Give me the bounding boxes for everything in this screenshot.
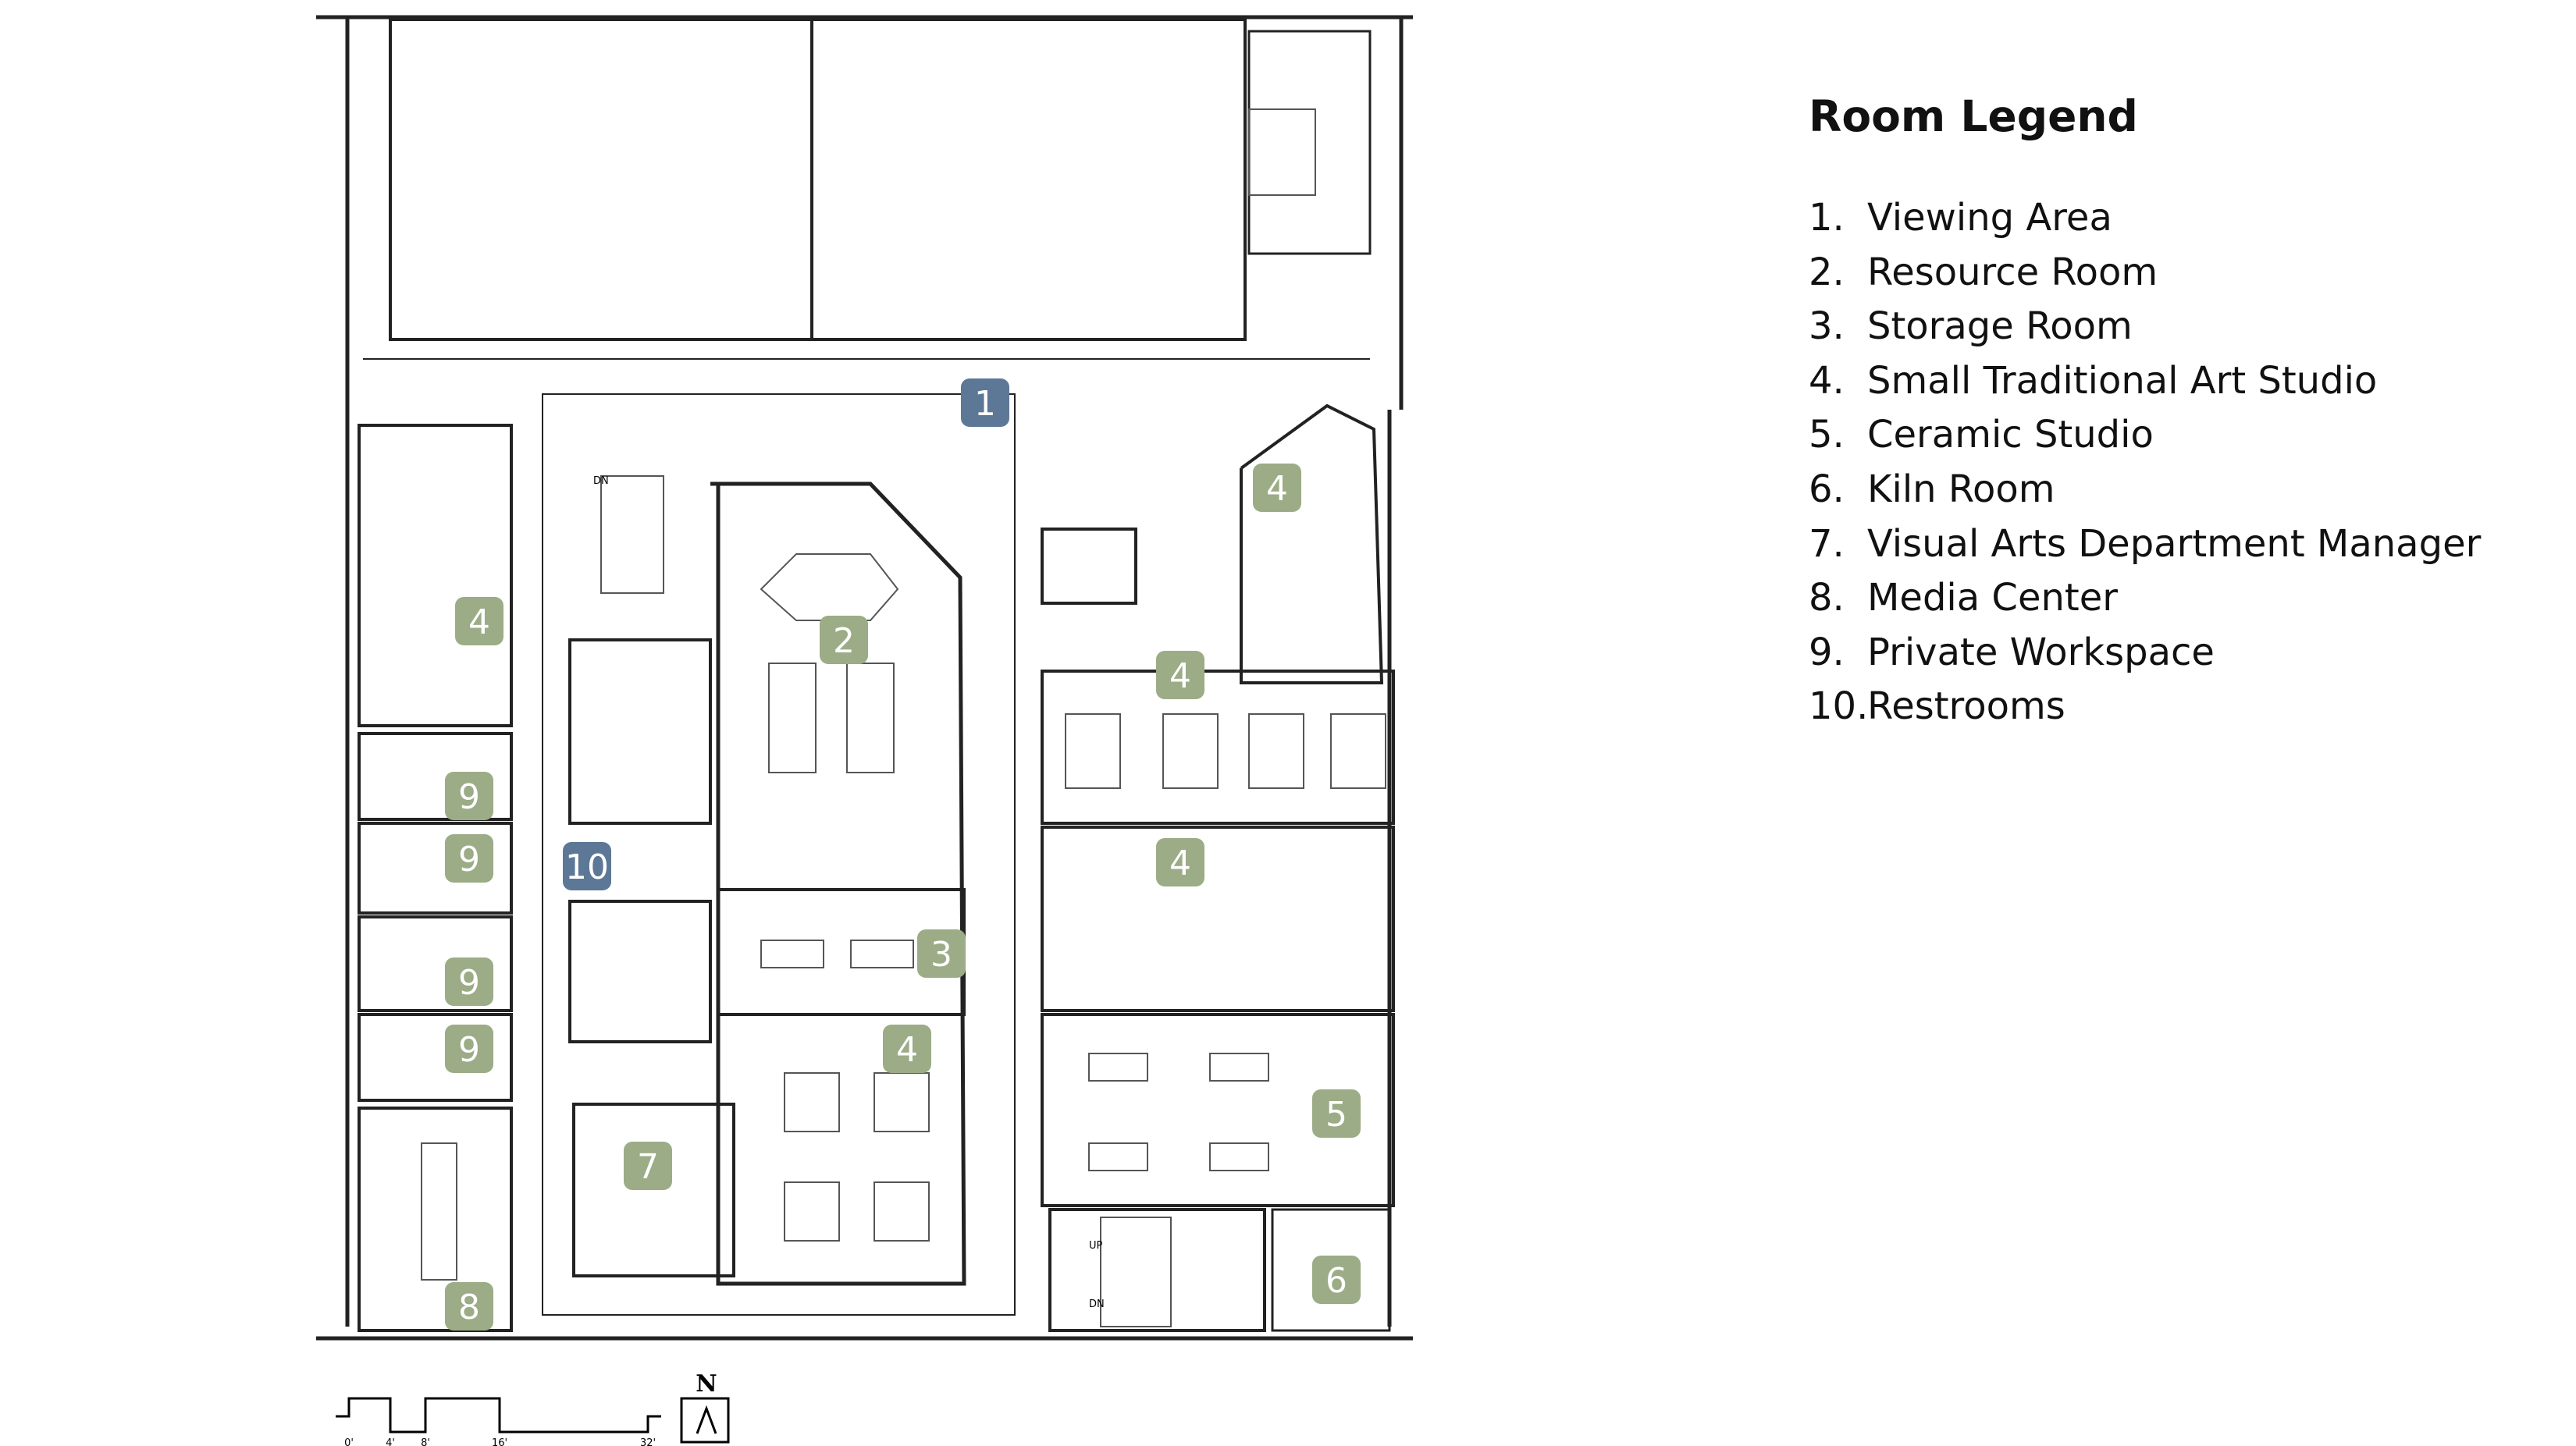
room-marker-3: 3 <box>917 929 966 978</box>
legend-item-label: Viewing Area <box>1867 196 2112 240</box>
legend-item: 1. Viewing Area <box>1809 191 2558 246</box>
legend-item-label: Private Workspace <box>1867 630 2215 674</box>
legend-item: 4. Small Traditional Art Studio <box>1809 354 2558 409</box>
room-marker-2: 2 <box>820 616 868 664</box>
legend-item-label: Visual Arts Department Manager <box>1867 521 2482 566</box>
legend-item: 9. Private Workspace <box>1809 626 2558 680</box>
scale-tick-16: 16' <box>492 1437 507 1446</box>
svg-text:4: 4 <box>896 1030 918 1070</box>
room-marker-9-a: 9 <box>445 772 493 820</box>
legend-item: 6. Kiln Room <box>1809 463 2558 517</box>
room-marker-9-d: 9 <box>445 1025 493 1073</box>
svg-text:N: N <box>696 1370 717 1398</box>
legend-item: 5. Ceramic Studio <box>1809 408 2558 463</box>
legend-item: 2. Resource Room <box>1809 246 2558 300</box>
room-markers: 1 2 3 4 4 4 4 4 <box>445 378 1361 1331</box>
walls <box>316 15 1413 1341</box>
legend-item-label: Media Center <box>1867 576 2118 620</box>
svg-text:4: 4 <box>1266 469 1288 509</box>
legend-item-label: Ceramic Studio <box>1867 413 2154 457</box>
room-marker-9-b: 9 <box>445 834 493 883</box>
legend-item: 8. Media Center <box>1809 571 2558 626</box>
legend-item-number: 1. <box>1809 196 1845 240</box>
svg-text:9: 9 <box>458 963 480 1003</box>
room-marker-4-northeast: 4 <box>1253 464 1301 512</box>
svg-text:6: 6 <box>1325 1261 1347 1301</box>
legend-item-number: 10. <box>1809 684 1869 729</box>
svg-text:1: 1 <box>974 384 996 424</box>
room-marker-7: 7 <box>624 1142 672 1190</box>
svg-text:9: 9 <box>458 1030 480 1070</box>
legend-list: 1. Viewing Area 2. Resource Room 3. Storage… <box>1809 191 2558 734</box>
room-marker-4-west: 4 <box>455 597 503 645</box>
legend-item: 3. Storage Room <box>1809 300 2558 354</box>
legend-item: 7. Visual Arts Department Manager <box>1809 517 2558 572</box>
stair-down-label: DN <box>593 475 609 487</box>
scale-tick-4: 4' <box>386 1437 395 1446</box>
svg-text:4: 4 <box>1169 844 1191 883</box>
legend-item-label: Small Traditional Art Studio <box>1867 358 2378 403</box>
room-marker-4-east-middle: 4 <box>1156 838 1204 886</box>
svg-text:9: 9 <box>458 777 480 817</box>
legend-item-number: 6. <box>1809 467 1845 511</box>
legend-item-number: 2. <box>1809 250 1845 294</box>
scale-bar: 0' 4' 8' 16' 32' <box>336 1397 661 1446</box>
room-marker-4-east-upper: 4 <box>1156 651 1204 699</box>
north-arrow-icon: N <box>680 1370 730 1444</box>
svg-text:3: 3 <box>930 935 952 975</box>
legend-item-label: Storage Room <box>1867 304 2133 349</box>
room-marker-6: 6 <box>1312 1256 1361 1304</box>
room-marker-4-center: 4 <box>883 1025 931 1073</box>
legend-item-number: 8. <box>1809 576 1845 620</box>
svg-text:4: 4 <box>1169 656 1191 696</box>
legend-item-number: 5. <box>1809 413 1845 457</box>
stair-down-label-2: DN <box>1089 1299 1105 1310</box>
legend-item-number: 4. <box>1809 358 1845 403</box>
legend-title: Room Legend <box>1809 91 2138 141</box>
svg-text:5: 5 <box>1325 1095 1347 1135</box>
room-legend: Room Legend 1. Viewing Area 2. Resource Ro… <box>1809 91 2558 734</box>
svg-text:4: 4 <box>468 602 490 642</box>
room-marker-5: 5 <box>1312 1089 1361 1138</box>
scale-tick-32: 32' <box>640 1437 656 1446</box>
legend-item-number: 3. <box>1809 304 1845 349</box>
svg-text:2: 2 <box>833 621 855 661</box>
room-marker-9-c: 9 <box>445 957 493 1006</box>
stair-up-label: UP <box>1089 1240 1103 1252</box>
legend-item: 10.Restrooms <box>1809 680 2558 734</box>
room-marker-1: 1 <box>961 378 1009 427</box>
svg-text:8: 8 <box>458 1288 480 1327</box>
legend-item-label: Kiln Room <box>1867 467 2055 511</box>
svg-text:7: 7 <box>637 1147 659 1187</box>
legend-item-number: 9. <box>1809 630 1845 674</box>
scale-tick-8: 8' <box>421 1437 430 1446</box>
legend-item-label: Restrooms <box>1867 684 2065 729</box>
legend-item-label: Resource Room <box>1867 250 2158 294</box>
svg-text:10: 10 <box>565 847 609 887</box>
svg-text:9: 9 <box>458 840 480 879</box>
furniture <box>421 108 1386 1327</box>
room-marker-8: 8 <box>445 1282 493 1331</box>
legend-item-number: 7. <box>1809 521 1845 566</box>
scale-tick-0: 0' <box>344 1437 354 1446</box>
room-marker-10: 10 <box>563 842 611 890</box>
